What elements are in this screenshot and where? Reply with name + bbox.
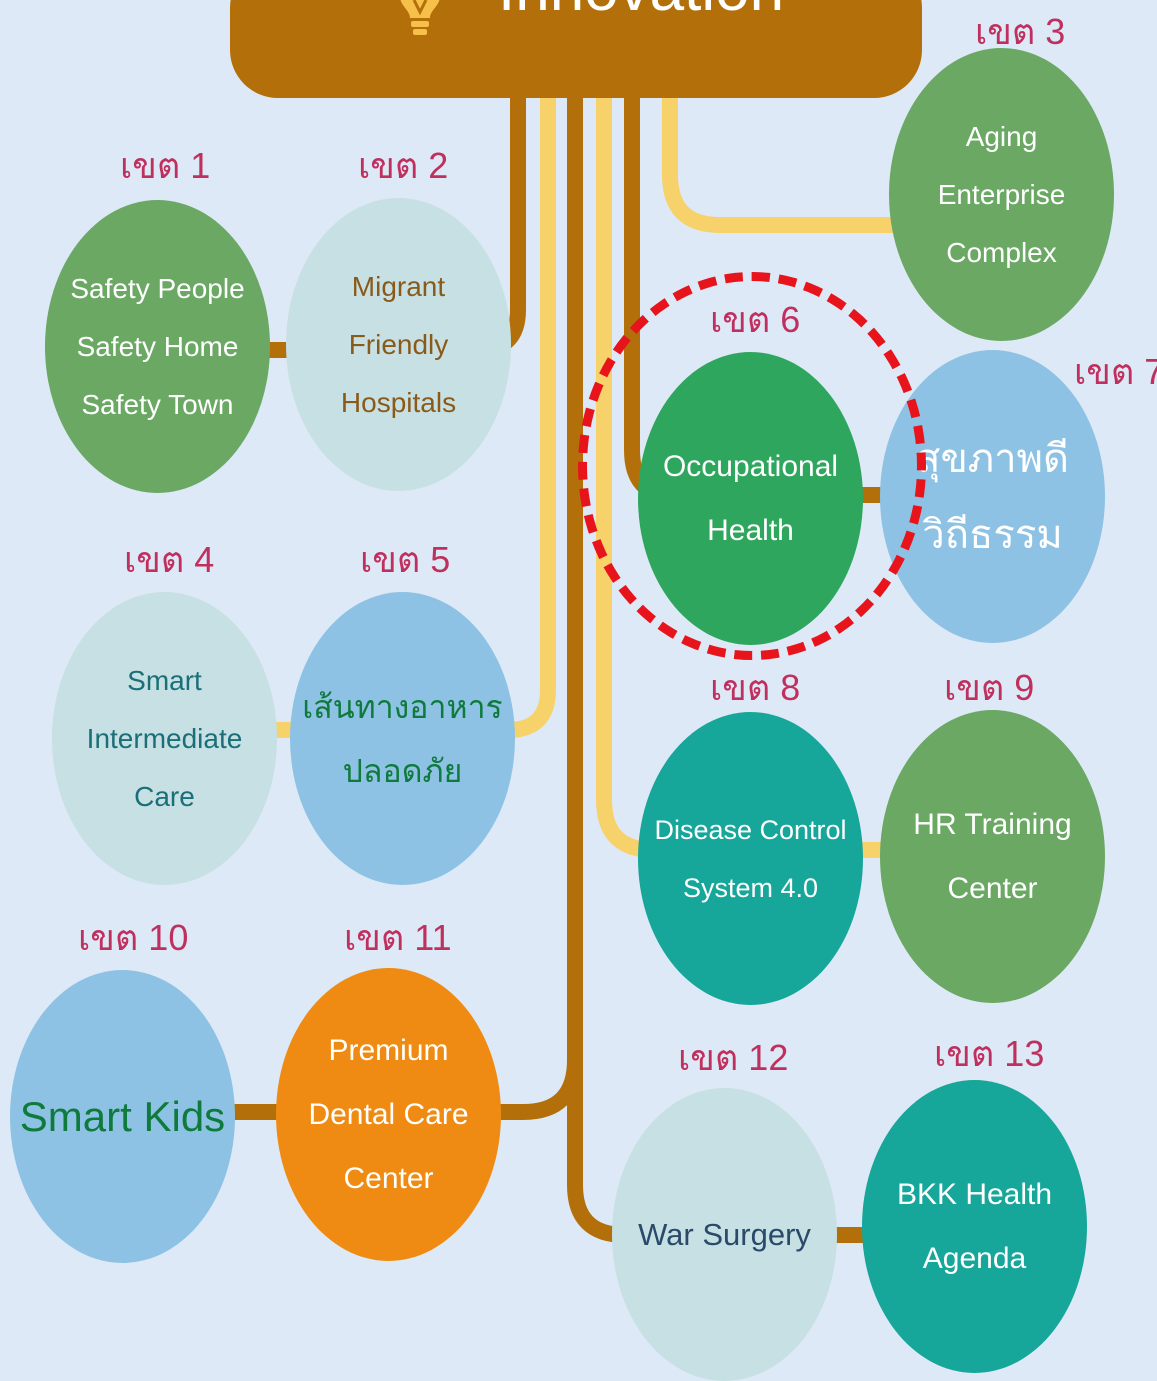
node-text: BKK Health Agenda <box>896 1177 1053 1275</box>
node-text: Safety People Safety Home Safety Town <box>70 272 245 420</box>
node-text: Smart Kids <box>19 1092 226 1140</box>
node-safety-people: Safety People Safety Home Safety Town <box>45 200 270 493</box>
zone-label: เขต 9 <box>944 667 1035 708</box>
zone-label: เขต 12 <box>678 1037 789 1078</box>
node-text: สุขภาพดี วิถีธรรม <box>916 436 1069 557</box>
node-migrant-friendly-hospitals: Migrant Friendly Hospitals <box>286 198 511 491</box>
node-text: Migrant Friendly Hospitals <box>340 270 457 418</box>
node-premium-dental-care-center: Premium Dental Care Center <box>276 968 501 1261</box>
node-hr-training-center: HR Training Center <box>880 710 1105 1003</box>
zone-label: เขต 1 <box>120 145 211 186</box>
zone-label: เขต 13 <box>934 1033 1045 1074</box>
zone-label: เขต 2 <box>358 145 449 186</box>
node-smart-intermediate-care: Smart Intermediate Care <box>52 592 277 885</box>
node-text: Aging Enterprise Complex <box>937 120 1066 268</box>
lightbulb-icon <box>400 0 440 35</box>
node-aging-enterprise-complex: Aging Enterprise Complex <box>889 48 1114 341</box>
innovation-banner: Innovation <box>230 0 922 98</box>
node-text: Premium Dental Care Center <box>308 1033 469 1195</box>
node-smart-kids: Smart Kids <box>10 970 235 1263</box>
zone-label: เขต 10 <box>78 917 189 958</box>
highlight-ring <box>578 272 926 660</box>
zone-label: เขต 4 <box>124 539 215 580</box>
zone-label: เขต 8 <box>710 667 801 708</box>
node-bkk-health-agenda: BKK Health Agenda <box>862 1080 1087 1373</box>
node-text: HR Training Center <box>913 807 1072 905</box>
node-text: เส้นทางอาหาร ปลอดภัย <box>302 688 503 789</box>
zone-label: เขต 7 <box>1074 351 1157 392</box>
node-safe-food-route: เส้นทางอาหาร ปลอดภัย <box>290 592 515 885</box>
node-text: War Surgery <box>638 1216 811 1252</box>
node-text: Disease Control System 4.0 <box>654 814 847 903</box>
node-text: Smart Intermediate Care <box>86 664 243 812</box>
node-disease-control-system: Disease Control System 4.0 <box>638 712 863 1005</box>
zone-label: เขต 3 <box>975 11 1066 52</box>
zone-label: เขต 11 <box>344 917 452 958</box>
page-title: Innovation <box>498 0 798 21</box>
zone-label: เขต 5 <box>360 539 451 580</box>
node-war-surgery: War Surgery <box>612 1088 837 1381</box>
